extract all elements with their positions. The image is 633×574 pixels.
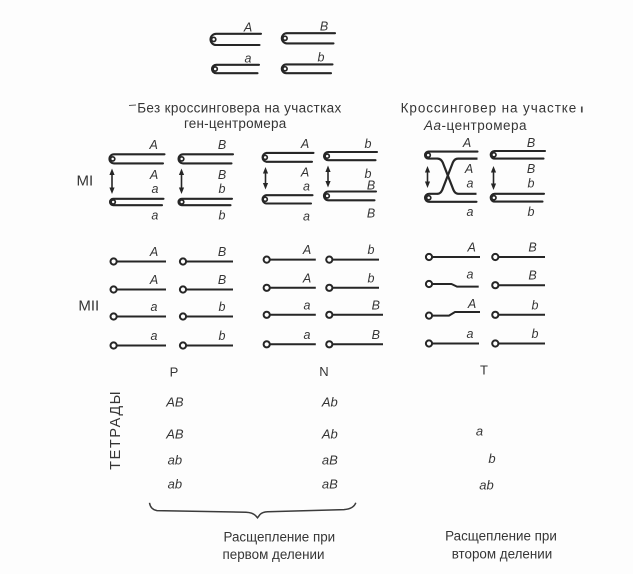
svg-text:b: b <box>219 182 226 196</box>
svg-text:B: B <box>528 241 536 255</box>
svg-text:a: a <box>467 177 474 191</box>
svg-text:A: A <box>302 243 311 257</box>
svg-text:a: a <box>304 298 311 312</box>
svg-text:ТЕТРАДЫ: ТЕТРАДЫ <box>108 390 124 470</box>
svg-text:a: a <box>152 182 159 196</box>
svg-text:a: a <box>303 180 310 194</box>
svg-text:a: a <box>304 328 311 342</box>
svg-text:A: A <box>149 168 158 182</box>
svg-text:b: b <box>532 327 539 341</box>
svg-text:B: B <box>218 245 226 259</box>
svg-text:b: b <box>219 300 226 314</box>
svg-text:A: A <box>467 241 476 255</box>
svg-text:a: a <box>151 209 158 223</box>
svg-text:a: a <box>151 300 158 314</box>
svg-text:Без кроссинговера на участках: Без кроссинговера на участках <box>137 101 341 116</box>
svg-text:A: A <box>149 245 158 259</box>
svg-text:MI: MI <box>76 172 93 189</box>
svg-text:B: B <box>372 298 380 312</box>
svg-text:A: A <box>300 166 309 180</box>
svg-text:b: b <box>528 205 535 219</box>
svg-text:A: A <box>462 136 471 150</box>
svg-text:T: T <box>480 363 488 378</box>
svg-text:Расщепление при: Расщепление при <box>445 528 557 543</box>
svg-text:b: b <box>219 209 226 223</box>
svg-text:a: a <box>151 329 158 343</box>
svg-text:ab: ab <box>168 477 182 492</box>
svg-text:B: B <box>218 168 226 182</box>
svg-text:ab: ab <box>479 477 493 492</box>
svg-text:a: a <box>303 210 310 224</box>
svg-text:ген-центромера: ген-центромера <box>184 116 287 131</box>
svg-text:AB: AB <box>165 427 184 442</box>
svg-text:b: b <box>368 271 375 285</box>
svg-text:b: b <box>488 451 495 466</box>
svg-text:aB: aB <box>322 452 338 467</box>
svg-text:ab: ab <box>168 452 182 467</box>
svg-text:a: a <box>467 268 474 282</box>
svg-text:b: b <box>532 298 539 312</box>
svg-text:B: B <box>367 178 375 192</box>
svg-text:AB: AB <box>165 395 184 410</box>
svg-text:Ab: Ab <box>321 395 338 410</box>
svg-text:первом делении: первом делении <box>223 547 325 562</box>
svg-text:aB: aB <box>322 477 338 492</box>
svg-text:a: a <box>476 423 483 438</box>
svg-text:A: A <box>243 21 252 35</box>
svg-text:Расщепление при: Расщепление при <box>223 530 335 545</box>
svg-text:a: a <box>467 327 474 341</box>
svg-text:B: B <box>320 20 328 34</box>
svg-text:Аа-центромера: Аа-центромера <box>423 118 527 133</box>
svg-text:A: A <box>302 271 311 285</box>
svg-text:A: A <box>149 138 158 152</box>
svg-text:a: a <box>467 205 474 219</box>
svg-text:втором делении: втором делении <box>452 546 553 561</box>
svg-text:P: P <box>170 365 179 380</box>
svg-text:b: b <box>365 167 372 181</box>
svg-text:A: A <box>300 137 309 151</box>
svg-text:A: A <box>464 162 473 176</box>
svg-text:B: B <box>528 269 536 283</box>
svg-text:a: a <box>245 52 252 66</box>
svg-text:b: b <box>365 137 372 151</box>
svg-text:Кроссинговер на участке: Кроссинговер на участке <box>401 100 578 115</box>
svg-text:A: A <box>467 297 476 311</box>
svg-text:B: B <box>218 273 226 287</box>
svg-text:B: B <box>527 136 535 150</box>
svg-text:B: B <box>367 206 375 220</box>
svg-text:b: b <box>318 51 325 65</box>
svg-text:b: b <box>528 177 535 191</box>
svg-text:Ab: Ab <box>321 427 338 442</box>
svg-text:A: A <box>149 273 158 287</box>
svg-text:MII: MII <box>78 297 99 314</box>
svg-text:N: N <box>319 364 328 379</box>
svg-text:B: B <box>527 162 535 176</box>
svg-text:b: b <box>368 243 375 257</box>
svg-text:b: b <box>219 329 226 343</box>
svg-text:B: B <box>372 328 380 342</box>
svg-text:B: B <box>218 138 226 152</box>
